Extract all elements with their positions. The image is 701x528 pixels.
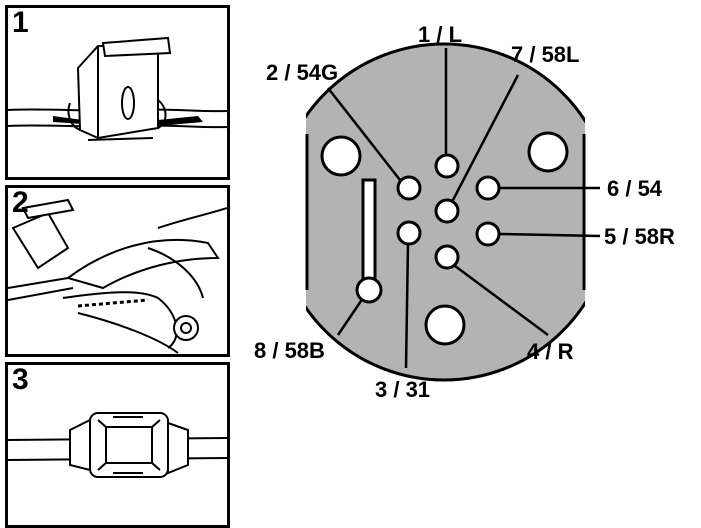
pin-4 [434,244,460,270]
pin-3 [396,220,422,246]
pin-2 [396,175,422,201]
pin-5 [475,221,501,247]
step-number: 2 [12,186,29,219]
step-3-illustration [8,412,227,478]
step-panel-2: 2 [5,185,230,357]
pin-label-5: 5 / 58R [604,224,675,249]
pin-label-1: 1 / L [418,22,462,47]
pin-label-7: 7 / 58L [511,42,579,67]
pin-8 [355,276,383,304]
mounting-hole [320,135,362,177]
pin-label-8: 8 / 58B [254,338,325,363]
step-number: 3 [12,363,29,396]
pin-7 [434,198,460,224]
pin-label-2: 2 / 54G [266,60,338,85]
mounting-hole [527,131,569,173]
step-number: 1 [12,6,29,39]
step-1-illustration [8,36,227,141]
key-slot [361,178,377,287]
pin-6 [475,175,501,201]
pin-label-6: 6 / 54 [607,176,663,201]
pin-label-3: 3 / 31 [375,377,430,402]
step-panel-1: 1 [5,5,230,180]
pin-label-4: 4 / R [527,339,574,364]
step-2-illustration [8,198,227,354]
mounting-hole [424,304,466,346]
pin-1 [434,153,460,179]
step-panel-3: 3 [5,362,230,528]
